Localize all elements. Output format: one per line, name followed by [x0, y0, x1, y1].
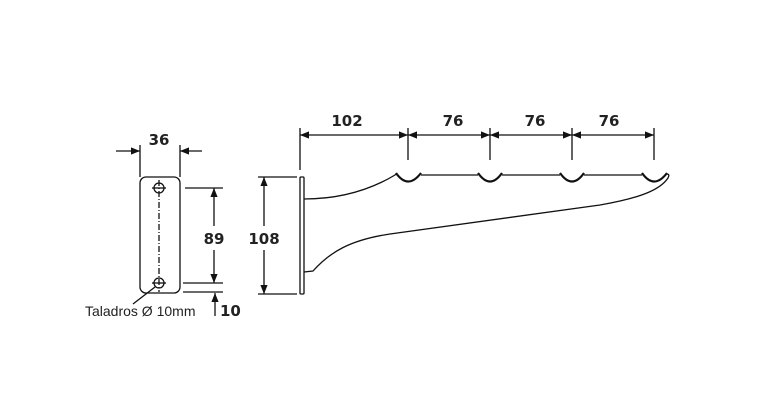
- mounting-plate-side: [299, 176, 305, 295]
- bracket-arm: [303, 173, 670, 273]
- hole-spacing-label: 89: [204, 230, 225, 248]
- width-dimension-label: 36: [149, 131, 170, 149]
- mounting-plate-front: [139, 176, 181, 294]
- height-dimension-label: 108: [248, 230, 279, 248]
- hole-top-icon: [152, 182, 166, 194]
- spacing-label: 76: [525, 112, 546, 130]
- spacing-label: 76: [599, 112, 620, 130]
- spacing-label: 102: [331, 112, 362, 130]
- hole-leader: [132, 286, 156, 305]
- hole-bottom-icon: [152, 277, 166, 289]
- bottom-offset-label: 10: [220, 302, 241, 320]
- spacing-label: 76: [443, 112, 464, 130]
- holes-note: Taladros Ø 10mm: [85, 303, 195, 319]
- hanger-hooks: [395, 172, 668, 183]
